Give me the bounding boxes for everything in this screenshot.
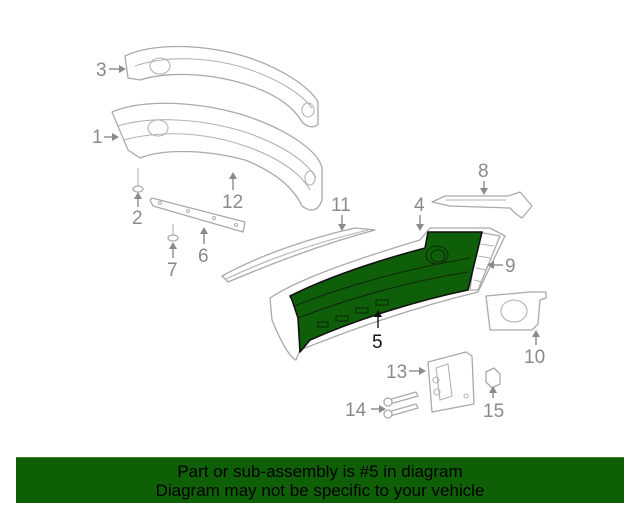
part-6-mounting-strip[interactable]	[149, 197, 246, 233]
part-1-bumper-cover[interactable]	[111, 102, 323, 211]
part-2-push-pin[interactable]	[132, 168, 144, 193]
callout-10: 10	[524, 330, 545, 368]
svg-text:13: 13	[386, 362, 407, 383]
svg-text:6: 6	[198, 246, 209, 267]
part-info-banner: Part or sub-assembly is #5 in diagram Di…	[16, 457, 624, 503]
banner-line-disclaimer: Diagram may not be specific to your vehi…	[155, 480, 485, 500]
svg-text:9: 9	[505, 256, 516, 277]
callout-11: 11	[331, 195, 351, 231]
svg-text:8: 8	[478, 161, 489, 182]
callout-12: 12	[222, 172, 243, 213]
callout-5: 5	[372, 310, 383, 353]
svg-text:15: 15	[483, 401, 504, 422]
callout-14: 14	[345, 400, 386, 421]
part-8-side-bracket[interactable]	[431, 191, 533, 219]
svg-text:3: 3	[96, 60, 107, 81]
callout-2: 2	[132, 192, 143, 229]
callout-8: 8	[478, 161, 489, 195]
svg-text:10: 10	[524, 347, 545, 368]
callout-15: 15	[483, 386, 504, 422]
part-10-fog-lamp-bezel[interactable]	[485, 291, 547, 331]
part-11-trim-molding[interactable]	[221, 227, 376, 283]
callout-3: 3	[96, 60, 126, 81]
svg-text:12: 12	[222, 192, 243, 213]
part-5-bumper-assembly[interactable]	[289, 231, 483, 353]
svg-text:11: 11	[331, 195, 351, 216]
callout-9: 9	[487, 256, 516, 277]
svg-text:14: 14	[345, 400, 367, 421]
part-13-mounting-bracket[interactable]	[427, 351, 475, 413]
svg-text:7: 7	[167, 260, 178, 281]
part-15-nut[interactable]	[485, 367, 501, 389]
callout-4: 4	[414, 195, 425, 231]
callout-13: 13	[386, 362, 426, 383]
banner-line-part: Part or sub-assembly is #5 in diagram	[177, 461, 463, 481]
part-14-bolts[interactable]	[383, 391, 419, 419]
svg-text:5: 5	[372, 332, 383, 353]
svg-text:4: 4	[414, 195, 425, 216]
svg-text:2: 2	[132, 208, 143, 229]
svg-text:1: 1	[92, 127, 103, 148]
part-7-retainer-clip[interactable]	[167, 224, 179, 242]
callout-6: 6	[198, 227, 209, 267]
parts-diagram: 3 1 2 12 6 7 11 4 8	[92, 45, 547, 422]
callout-7: 7	[167, 242, 178, 281]
callout-1: 1	[92, 127, 119, 148]
part-3-bumper-top[interactable]	[124, 45, 319, 128]
